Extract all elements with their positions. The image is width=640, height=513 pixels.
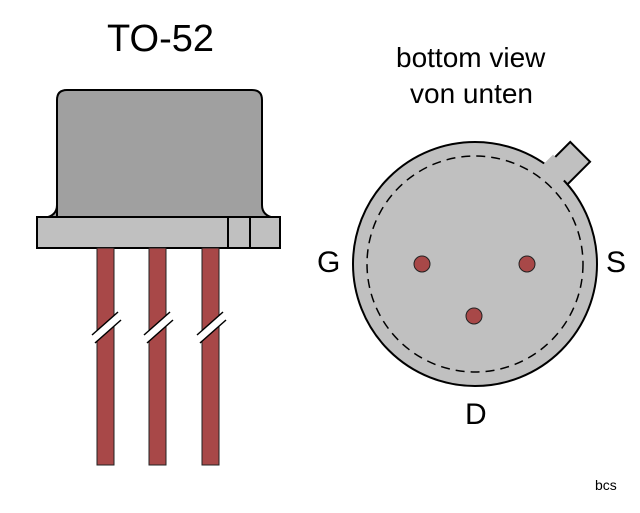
view-label-de: von unten xyxy=(410,78,533,109)
pin-drain xyxy=(465,307,483,325)
pin-label-gate: G xyxy=(317,246,341,279)
package-title: TO-52 xyxy=(107,18,215,60)
author-credit: bcs xyxy=(595,477,617,493)
can-outline-dashed xyxy=(366,155,584,373)
header-disc xyxy=(352,141,598,387)
lead-3 xyxy=(201,247,220,466)
bottom-view xyxy=(352,140,598,387)
pin-label-drain: D xyxy=(465,398,487,431)
pin-gate xyxy=(413,255,431,273)
view-label-en: bottom view xyxy=(396,42,546,73)
flange xyxy=(36,216,281,249)
pin-label-source: S xyxy=(606,246,627,279)
transistor-can-body xyxy=(43,89,276,219)
lead-break-marks xyxy=(91,311,227,344)
pin-source xyxy=(518,255,536,273)
lead-2 xyxy=(148,247,167,466)
side-view xyxy=(36,89,281,466)
lead-1 xyxy=(96,247,115,466)
